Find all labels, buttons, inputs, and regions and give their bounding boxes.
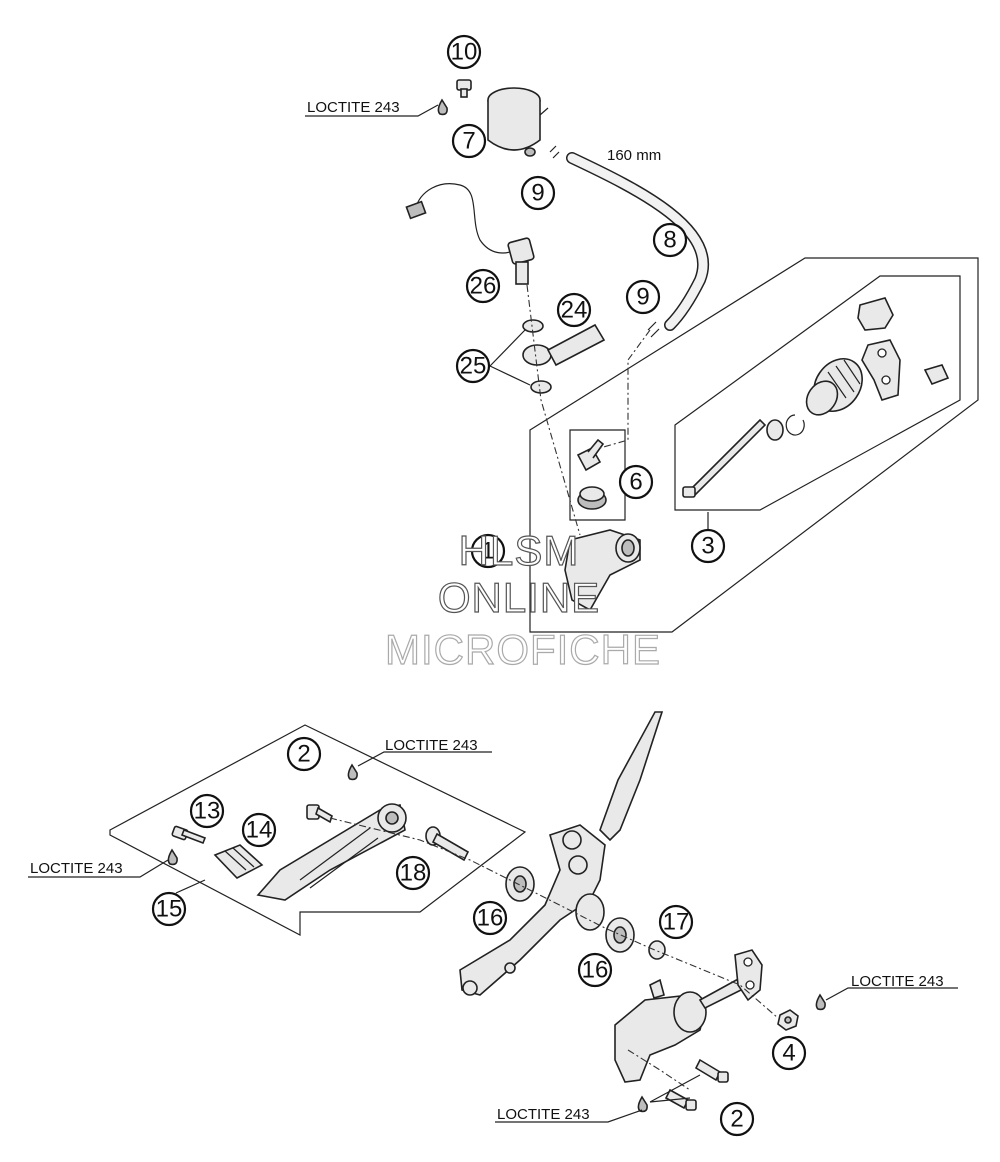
- svg-text:18: 18: [400, 860, 427, 887]
- part-number-2-lower: 2: [719, 1101, 755, 1137]
- leader-part-15: [175, 879, 206, 894]
- svg-text:16: 16: [477, 905, 504, 932]
- hose-length-label: 160 mm: [607, 147, 661, 164]
- brake-light-switch: [405, 183, 535, 285]
- svg-text:9: 9: [531, 180, 544, 207]
- part-number-13: 13: [189, 793, 225, 829]
- banjo-fitting: [522, 323, 606, 367]
- part-number-16-left: 16: [472, 900, 508, 936]
- svg-text:9: 9: [636, 284, 649, 311]
- union-fitting: [576, 438, 607, 510]
- svg-text:26: 26: [470, 273, 497, 300]
- svg-text:7: 7: [462, 128, 475, 155]
- part-number-9-upper: 9: [520, 175, 556, 211]
- part-number-18: 18: [395, 855, 431, 891]
- svg-text:15: 15: [156, 896, 183, 923]
- loctite-label-lever: LOCTITE 243: [385, 737, 478, 754]
- svg-text:10: 10: [451, 39, 478, 66]
- hose: [566, 152, 709, 331]
- leader-loctite-pedal: [28, 859, 169, 878]
- watermark-line-2: ONLINE: [438, 574, 600, 621]
- leader-loctite-lever: [357, 751, 492, 767]
- watermark-line-3: MICROFICHE: [385, 626, 661, 673]
- loctite-label-bolts: LOCTITE 243: [497, 1106, 590, 1123]
- svg-text:17: 17: [663, 909, 690, 936]
- leader-loctite-bolts: [495, 1109, 643, 1123]
- master-cylinder: [564, 529, 641, 612]
- reservoir: [487, 87, 549, 157]
- part-number-10: 10: [446, 34, 482, 70]
- spacer-bushing: [648, 940, 666, 960]
- svg-text:1: 1: [481, 538, 494, 565]
- part-number-26: 26: [465, 268, 501, 304]
- assembly-outline-part-3: [674, 275, 961, 511]
- loctite-drop-pedal: [167, 848, 178, 866]
- brake-pedal-tip: [213, 844, 264, 879]
- part-number-9-lower: 9: [625, 279, 661, 315]
- svg-text:14: 14: [246, 817, 273, 844]
- hose-clamp-lower: [647, 321, 660, 338]
- leader-loctite-top: [305, 104, 439, 117]
- assembly-line-bolts: [627, 1049, 691, 1091]
- leader-loctite-nut: [825, 987, 958, 1001]
- bearing-left: [505, 866, 535, 902]
- part-number-16-right: 16: [577, 952, 613, 988]
- piston-rod-kit: [682, 297, 950, 498]
- svg-text:2: 2: [730, 1106, 743, 1133]
- part-number-8: 8: [652, 222, 688, 258]
- assembly-outline-part-6: [569, 429, 626, 521]
- svg-text:6: 6: [629, 469, 642, 496]
- footrest-bracket: [459, 711, 664, 996]
- hose-clamp-upper: [549, 145, 560, 159]
- loctite-drop-lever: [347, 763, 358, 781]
- pedal-bolt: [171, 825, 207, 845]
- part-number-7: 7: [451, 123, 487, 159]
- rear-master-cylinder: [614, 949, 763, 1083]
- assembly-outline-lower: [109, 724, 527, 936]
- part-number-15: 15: [151, 891, 187, 927]
- part-number-25: 25: [455, 348, 491, 384]
- loctite-label-top: LOCTITE 243: [307, 99, 400, 116]
- assembly-line-hose: [599, 329, 651, 449]
- mounting-bolts-lower: [664, 1058, 729, 1111]
- svg-text:4: 4: [782, 1040, 795, 1067]
- assembly-outline-upper: [529, 257, 979, 633]
- part-number-6: 6: [618, 464, 654, 500]
- reservoir-screw: [456, 79, 472, 98]
- svg-text:25: 25: [460, 353, 487, 380]
- part-number-24: 24: [556, 292, 592, 328]
- part-number-14: 14: [241, 812, 277, 848]
- leader-part-25: [489, 329, 531, 386]
- loctite-drop-bolts: [637, 1095, 648, 1113]
- svg-text:16: 16: [582, 957, 609, 984]
- part-number-17: 17: [658, 904, 694, 940]
- assembly-line-bolt: [526, 284, 581, 536]
- svg-text:24: 24: [561, 297, 588, 324]
- svg-text:3: 3: [701, 533, 714, 560]
- sealing-washer-bottom: [530, 380, 552, 394]
- loctite-drop-top: [437, 98, 448, 116]
- svg-text:2: 2: [297, 741, 310, 768]
- brake-lever: [256, 803, 407, 901]
- leader-lower-bolts: [649, 1074, 701, 1103]
- bearing-right: [605, 917, 635, 953]
- loctite-drop-nut: [815, 993, 826, 1011]
- svg-text:13: 13: [194, 798, 221, 825]
- assembly-line-pivot: [329, 817, 779, 1019]
- part-number-4: 4: [771, 1035, 807, 1071]
- part-number-3: 3: [690, 528, 726, 564]
- lever-bolt-upper: [306, 804, 333, 824]
- loctite-label-pedal: LOCTITE 243: [30, 860, 123, 877]
- part-number-2-upper: 2: [286, 736, 322, 772]
- pivot-pin: [425, 826, 470, 862]
- nut: [777, 1009, 799, 1031]
- part-number-1: 1: [470, 533, 506, 569]
- svg-text:8: 8: [663, 227, 676, 254]
- watermark-line-1: HLSM: [459, 527, 580, 574]
- loctite-label-nut: LOCTITE 243: [851, 973, 944, 990]
